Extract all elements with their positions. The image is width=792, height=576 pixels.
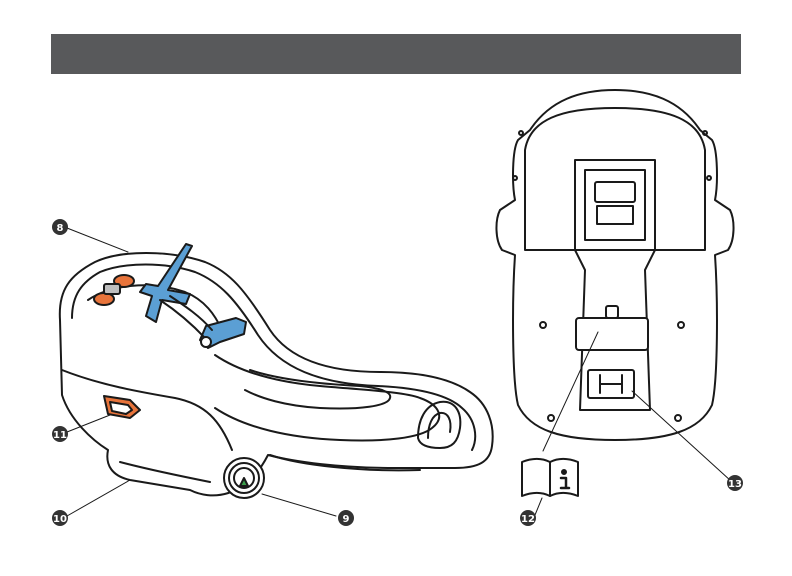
svg-text:10: 10 bbox=[53, 514, 67, 525]
level-indicator bbox=[224, 458, 264, 498]
svg-text:9: 9 bbox=[343, 514, 350, 525]
belt-anchor bbox=[201, 337, 211, 347]
top-view-outer bbox=[496, 90, 733, 440]
svg-text:8: 8 bbox=[57, 223, 64, 234]
manual-info-icon bbox=[522, 459, 578, 496]
callout-13: 13 bbox=[727, 475, 743, 491]
svg-text:12: 12 bbox=[521, 514, 535, 525]
callout-12: 12 bbox=[520, 510, 536, 526]
car-seat-base-side-view bbox=[60, 244, 493, 498]
callout-10: 10 bbox=[52, 510, 68, 526]
svg-text:11: 11 bbox=[53, 430, 67, 441]
callout-9: 9 bbox=[338, 510, 354, 526]
base-outer-shell bbox=[60, 253, 493, 495]
callout-8: 8 bbox=[52, 219, 68, 235]
callout-11: 11 bbox=[52, 426, 68, 442]
latch-indicator bbox=[104, 284, 120, 294]
car-seat-base-top-view bbox=[496, 90, 733, 440]
svg-text:13: 13 bbox=[728, 479, 742, 490]
manual-compartment bbox=[576, 318, 648, 350]
